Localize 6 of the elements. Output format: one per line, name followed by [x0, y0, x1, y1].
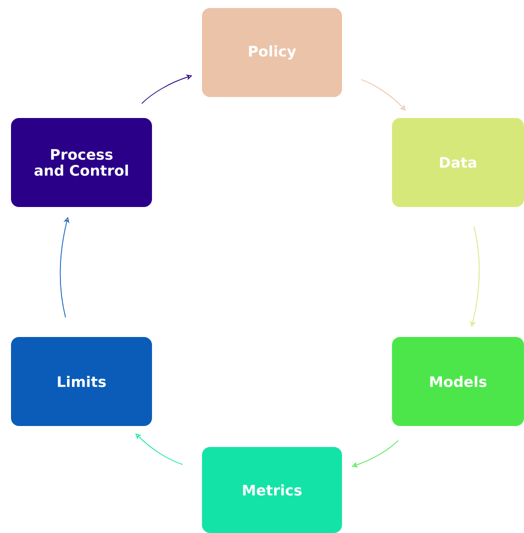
process-box: Limits	[11, 337, 152, 426]
process-box: Data	[392, 118, 524, 207]
process-box: Policy	[202, 8, 342, 97]
process-box: Process and Control	[11, 118, 152, 207]
process-box: Models	[392, 337, 524, 426]
process-box: Metrics	[202, 447, 342, 533]
